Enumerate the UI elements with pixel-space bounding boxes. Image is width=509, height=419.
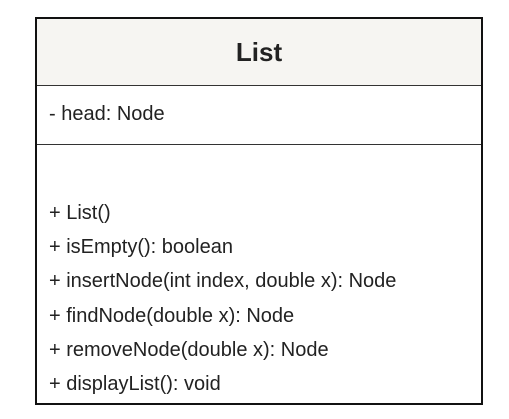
method-is-empty: + isEmpty(): boolean: [49, 236, 233, 259]
method-list: + List() + isEmpty(): boolean + insertNo…: [49, 196, 396, 401]
method-display-list: + displayList(): void: [49, 372, 221, 395]
class-name: List: [235, 36, 283, 67]
uml-class-box[interactable]: List - head: Node + List() + isEmpty(): …: [35, 17, 483, 405]
method-constructor: + List(): [49, 202, 111, 224]
method-insert-node: + insertNode(int index, double x): Node: [49, 270, 397, 293]
method-remove-node: + removeNode(double x): Node: [49, 338, 329, 361]
methods-compartment: + List() + isEmpty(): boolean + insertNo…: [37, 145, 481, 403]
class-header: List: [37, 19, 481, 86]
attributes-compartment: - head: Node: [37, 86, 481, 145]
attribute-head: - head: Node: [49, 103, 165, 125]
method-find-node: + findNode(double x): Node: [49, 304, 295, 327]
